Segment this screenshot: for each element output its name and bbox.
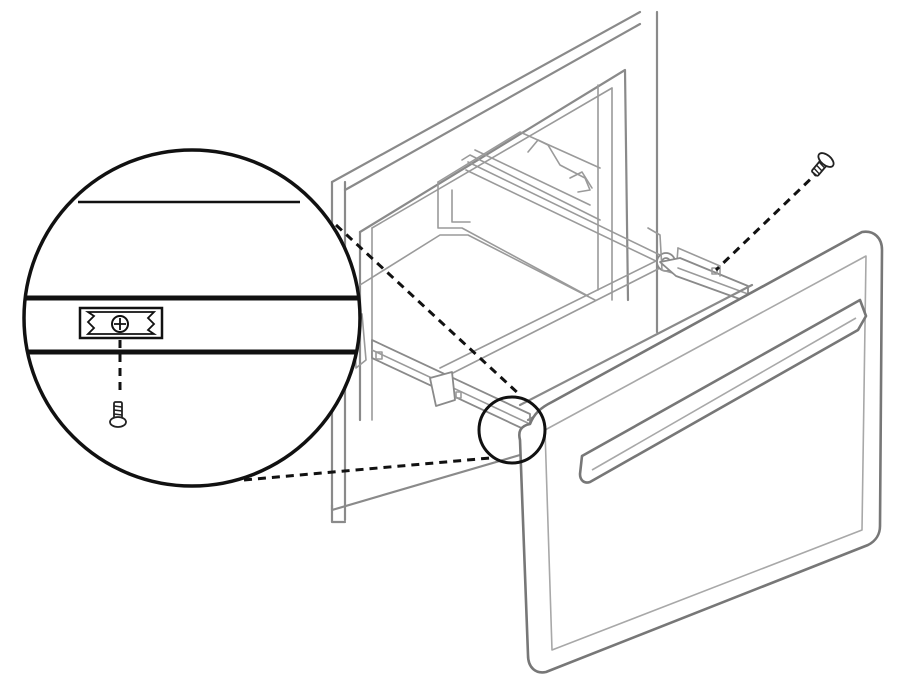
bin-inner-wall	[437, 181, 589, 297]
screw-thread	[813, 161, 826, 175]
door-inner-bevel	[544, 255, 867, 651]
bin-corner-line	[451, 189, 471, 223]
cabinet-top-edge	[330, 10, 642, 184]
zoom-screw-icon	[109, 401, 127, 428]
door-handle-groove	[591, 317, 857, 471]
bin-back-wall-line	[461, 154, 601, 221]
screw-head	[817, 152, 835, 168]
left-slide-rail	[353, 313, 531, 433]
left-rail-hole	[455, 391, 462, 399]
bin-clip-detail	[569, 171, 593, 189]
detail-area-marker	[477, 395, 547, 465]
right-rail-upper	[677, 247, 721, 277]
door-outer-panel	[518, 230, 884, 674]
bracket-slot	[85, 311, 157, 335]
cross-bar-upper	[467, 161, 661, 256]
zoom-rail-bracket	[78, 306, 164, 340]
magnified-detail-callout	[22, 148, 362, 488]
callout-border	[22, 148, 362, 488]
drawer-bin	[359, 131, 601, 301]
right-rail-body	[659, 257, 749, 303]
screw-path-right	[714, 168, 822, 272]
zoom-screw-head	[109, 416, 127, 428]
zoom-screw-thread	[113, 405, 123, 416]
phillips-cross	[114, 318, 126, 330]
cross-bar-upper-2	[465, 169, 659, 263]
bracket-frame	[78, 306, 164, 340]
callout-leader-lines	[243, 168, 822, 482]
left-rail-slot	[375, 351, 383, 360]
right-rail-groove	[677, 267, 749, 295]
cabinet-base	[330, 503, 347, 524]
drawer-door	[518, 230, 884, 674]
bin-rear-rim	[359, 234, 596, 301]
callout-background	[24, 150, 360, 486]
cabinet-top-inner-edge	[343, 22, 642, 192]
cavity-top-frame	[358, 68, 630, 302]
cross-bar-lower	[439, 257, 663, 369]
door-handle	[578, 298, 868, 484]
door-frame-top	[518, 283, 754, 407]
bin-top-back	[437, 131, 601, 183]
bin-clip-bracket	[527, 139, 591, 193]
bin-back-wall-line-2	[474, 149, 591, 206]
left-rail-bracket	[429, 371, 456, 407]
screw-icon	[811, 152, 835, 177]
